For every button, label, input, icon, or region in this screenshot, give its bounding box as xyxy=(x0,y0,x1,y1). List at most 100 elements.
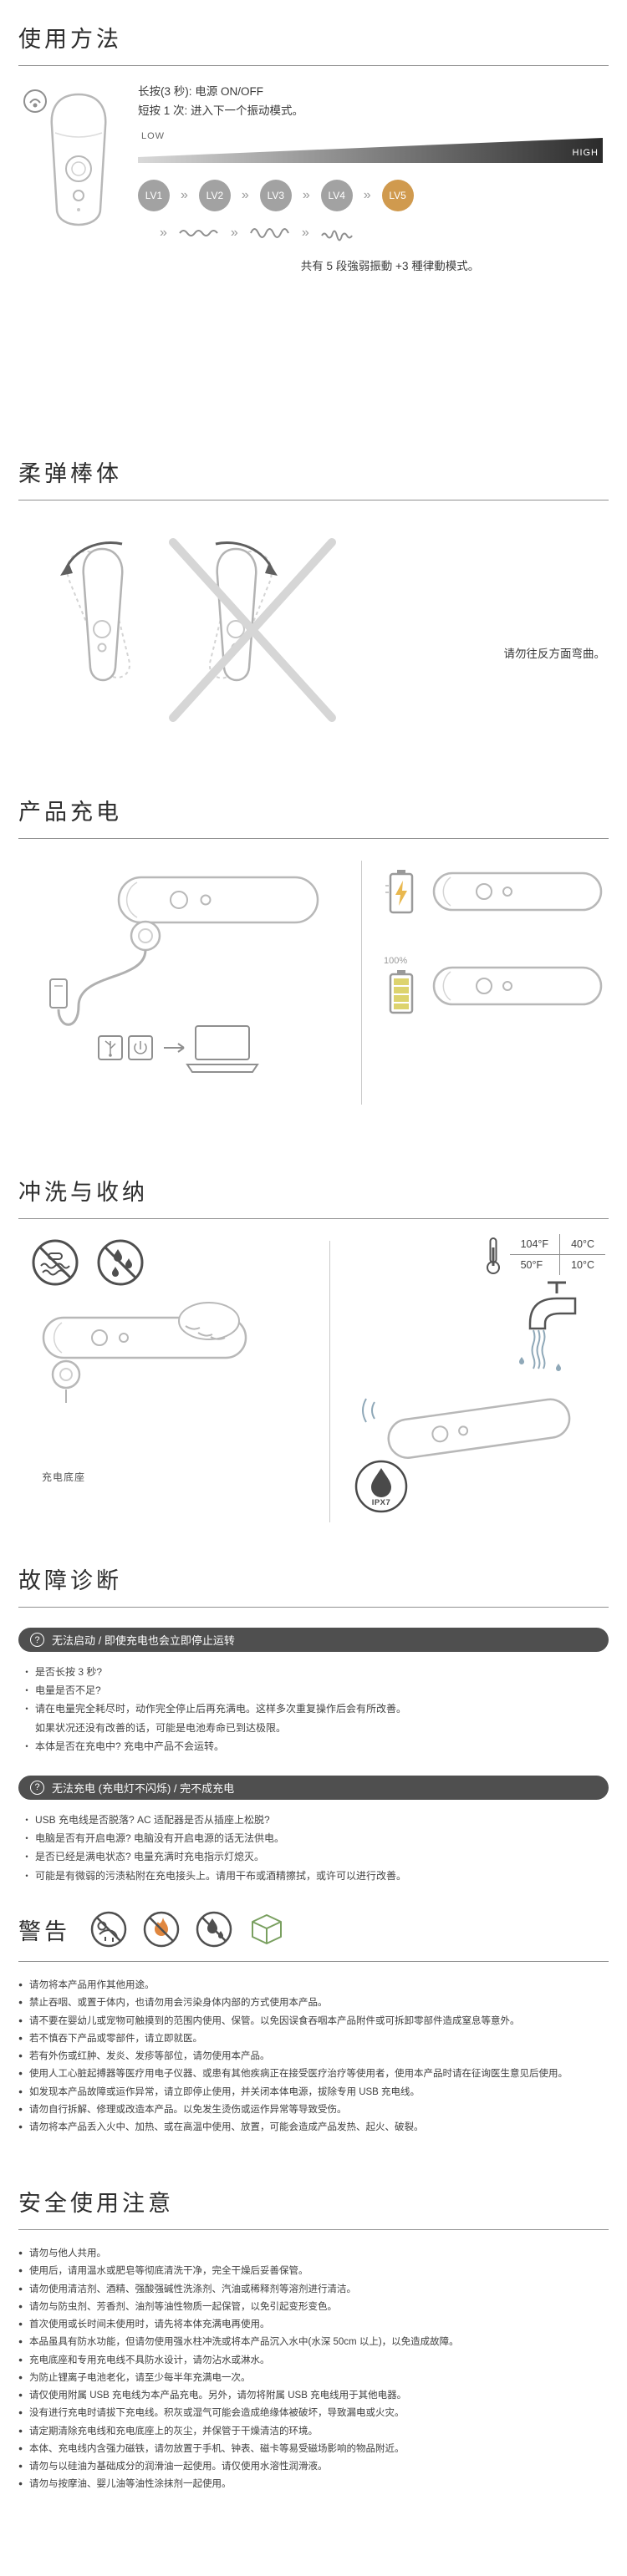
warning-item: 请勿将本产品用作其他用途。 xyxy=(18,1977,609,1994)
safety-item: 使用后，请用温水或肥皂等彻底清洗干净，完全干燥后妥善保管。 xyxy=(18,2263,609,2280)
temp-fahrenheit-high: 104°F xyxy=(509,1234,561,1255)
wave-pattern-1-icon xyxy=(179,229,218,236)
page-title-safety: 安全使用注意 xyxy=(18,2191,174,2216)
ipx7-badge: IPX7 xyxy=(354,1459,409,1514)
temp-celsius-high: 40°C xyxy=(560,1234,605,1255)
divider xyxy=(18,1607,609,1608)
page-title-usage: 使用方法 xyxy=(18,27,122,52)
trouble-item-continuation: 如果状况还没有改善的话，可能是电池寿命已到达极限。 xyxy=(35,1721,287,1734)
level-1-badge: LV1 xyxy=(138,179,170,211)
section-usage: 使用方法 长按(3 秒): 电源 xyxy=(18,21,609,273)
section-troubleshooting: 故障诊断 ? 无法启动 / 即使充电也会立即停止运转 是否长按 3 秒? 电量是… xyxy=(18,1562,609,1888)
divider xyxy=(18,2229,609,2230)
trouble-list-1: 是否长按 3 秒? 电量是否不足? 请在电量完全耗尽时，动作完全停止后再充满电。… xyxy=(22,1663,609,1755)
safety-item: 没有进行充电时请拔下充电线。积灰或湿气可能会造成绝缘体被破坏，导致漏电或火灾。 xyxy=(18,2405,609,2422)
faucet-rinse-illustration xyxy=(362,1281,577,1459)
intensity-gradient-icon xyxy=(138,137,603,163)
no-submerge-icon xyxy=(32,1239,79,1286)
arrow-right-icon: » xyxy=(241,187,249,202)
safety-item: 为防止锂离子电池老化，请至少每半年充满电一次。 xyxy=(18,2370,609,2387)
battery-charging-icon xyxy=(385,870,414,914)
device-side-illustration xyxy=(432,871,603,912)
trouble-item: 本体是否在充电中? 充电中产品不会运转。 xyxy=(22,1737,609,1755)
warning-icons-row xyxy=(89,1909,287,1949)
level-3-badge: LV3 xyxy=(259,179,292,211)
bend-direction-illustration xyxy=(60,538,336,722)
vertical-divider xyxy=(329,1241,330,1522)
ipx-rating-label: IPX7 xyxy=(371,1498,391,1507)
charging-row xyxy=(384,867,609,916)
charging-base-and-cable-illustration xyxy=(49,876,319,1073)
safety-item: 本品虽具有防水功能，但请勿使用强水柱冲洗或将本产品沉入水中(水深 50cm 以上… xyxy=(18,2334,609,2351)
device-side-illustration xyxy=(432,966,603,1006)
page-title-troubleshooting: 故障诊断 xyxy=(18,1568,122,1593)
bend-diagram: 请勿往反方面弯曲。 xyxy=(18,519,609,761)
temp-fahrenheit-low: 50°F xyxy=(510,1255,561,1275)
safety-item: 充电底座和专用充电线不具防水设计，请勿沾水或淋水。 xyxy=(18,2352,609,2370)
bend-warning-note: 请勿往反方面弯曲。 xyxy=(503,648,606,660)
temp-celsius-low: 10°C xyxy=(571,1259,594,1271)
charging-diagram: 100% xyxy=(18,854,609,1105)
vibration-levels-row: LV1 » LV2 » LV3 » LV4 » LV5 xyxy=(138,179,609,211)
no-infants-icon xyxy=(90,1911,127,1948)
trouble-bar-cannot-start: ? 无法启动 / 即使充电也会立即停止运转 xyxy=(18,1628,609,1652)
arrow-right-icon: » xyxy=(160,225,167,240)
safety-item: 请勿与防虫剂、芳香剂、油剂等油性物质一起保管，以免引起变形变色。 xyxy=(18,2299,609,2316)
warning-item: 请不要在婴幼儿或宠物可触摸到的范围内使用、保管。以免因误食吞咽本产品附件或可拆卸… xyxy=(18,2013,609,2030)
arrow-right-icon: » xyxy=(302,187,310,202)
charged-row: 100% xyxy=(384,956,609,1016)
trouble-item: USB 充电线是否脱落? AC 适配器是否从插座上松脱? xyxy=(22,1811,609,1829)
press-short-instruction: 短按 1 次: 进入下一个振动模式。 xyxy=(138,104,304,117)
warning-item: 请勿自行拆解、修理或改造本产品。以免发生烫伤或运作异常等导致受伤。 xyxy=(18,2101,609,2119)
section-rinse-storage: 冲洗与收纳 xyxy=(18,1174,609,1522)
warning-heading-row: 警告 xyxy=(18,1909,609,1949)
trouble-item: 是否已经是满电状态? 电量充满时充电指示灯熄灭。 xyxy=(22,1847,609,1866)
base-care-block: 充电底座 xyxy=(18,1234,319,1522)
arrow-right-icon: » xyxy=(181,187,188,202)
safety-item: 请勿与以硅油为基础成分的润滑油一起使用。请仅使用水溶性润滑液。 xyxy=(18,2458,609,2476)
trouble-item: 电脑是否有开启电源? 电脑没有开启电源的话无法供电。 xyxy=(22,1829,609,1847)
device-illustration-block xyxy=(18,83,131,273)
package-cube-icon xyxy=(252,1914,282,1944)
rhythm-modes-row: » » » xyxy=(138,225,609,241)
low-label: LOW xyxy=(141,130,166,141)
safety-list: 请勿与他人共用。 使用后，请用温水或肥皂等彻底清洗干净，完全干燥后妥善保管。 请… xyxy=(18,2245,609,2494)
warning-item: 使用人工心脏起搏器等医疗用电子仪器、或患有其他疾病正在接受医疗治疗等使用者，使用… xyxy=(18,2065,609,2083)
no-liquid-icon xyxy=(196,1911,232,1948)
intensity-wedge: LOW HIGH xyxy=(138,131,609,166)
safety-item: 请仅使用附属 USB 充电线为本产品充电。另外，请勿将附属 USB 充电线用于其… xyxy=(18,2387,609,2405)
level-2-badge: LV2 xyxy=(198,179,231,211)
divider xyxy=(18,1961,609,1962)
wave-pattern-3-icon xyxy=(320,230,353,241)
trouble-bar-cannot-charge: ? 无法充电 (充电灯不闪烁) / 完不成充电 xyxy=(18,1775,609,1800)
question-icon: ? xyxy=(30,1780,44,1795)
charging-cable-block xyxy=(18,854,351,1105)
rinse-diagram: 充电底座 104°F 40°C 50°F 10°C xyxy=(18,1234,609,1522)
level-4-badge: LV4 xyxy=(320,179,353,211)
high-label: HIGH xyxy=(572,147,599,158)
safety-item: 本体、充电线内含强力磁铁，请勿放置于手机、钟表、磁卡等易受磁场影响的物品附近。 xyxy=(18,2441,609,2458)
trouble-item: 请在电量完全耗尽时，动作完全停止后再充满电。这样多次重复操作后会有所改善。 xyxy=(22,1700,609,1718)
rinse-instructions-block: 104°F 40°C 50°F 10°C xyxy=(340,1234,609,1522)
safety-item: 请定期清除充电线和充电底座上的灰尘，并保管于干燥清洁的环境。 xyxy=(18,2423,609,2441)
page-title-charging: 产品充电 xyxy=(18,800,122,825)
divider xyxy=(18,65,609,66)
warning-item: 若不慎吞下产品或零部件，请立即就医。 xyxy=(18,2030,609,2048)
no-fire-icon xyxy=(143,1911,180,1948)
usage-instructions: 长按(3 秒): 电源 ON/OFF 短按 1 次: 进入下一个振动模式。 LO… xyxy=(131,83,609,273)
arrow-right-icon: » xyxy=(363,187,371,202)
warning-item: 若有外伤或红肿、发炎、发疹等部位，请勿使用本产品。 xyxy=(18,2048,609,2065)
warning-list: 请勿将本产品用作其他用途。 禁止吞咽、或置于体内，也请勿用会污染身体内部的方式使… xyxy=(18,1977,609,2137)
trouble-list-2: USB 充电线是否脱落? AC 适配器是否从插座上松脱? 电脑是否有开启电源? … xyxy=(22,1811,609,1885)
trouble-bar-title: 无法充电 (充电灯不闪烁) / 完不成充电 xyxy=(52,1781,235,1795)
press-long-instruction: 长按(3 秒): 电源 ON/OFF xyxy=(138,85,263,98)
warning-item: 禁止吞咽、或置于体内，也请勿用会污染身体内部的方式使用本产品。 xyxy=(18,1994,609,2012)
section-charging: 产品充电 xyxy=(18,794,609,1105)
safety-item: 请勿与按摩油、婴儿油等油性涂抹剂一起使用。 xyxy=(18,2476,609,2493)
safety-item: 首次使用或长时间未使用时，请先将本体充满电再使用。 xyxy=(18,2316,609,2334)
arrow-right-icon: » xyxy=(230,225,238,240)
usage-caption: 共有 5 段強弱振動 +3 種律動模式。 xyxy=(300,259,480,272)
thermometer-icon xyxy=(486,1237,500,1274)
section-safety-notes: 安全使用注意 请勿与他人共用。 使用后，请用温水或肥皂等彻底清洗干净，完全干燥后… xyxy=(18,2185,609,2494)
